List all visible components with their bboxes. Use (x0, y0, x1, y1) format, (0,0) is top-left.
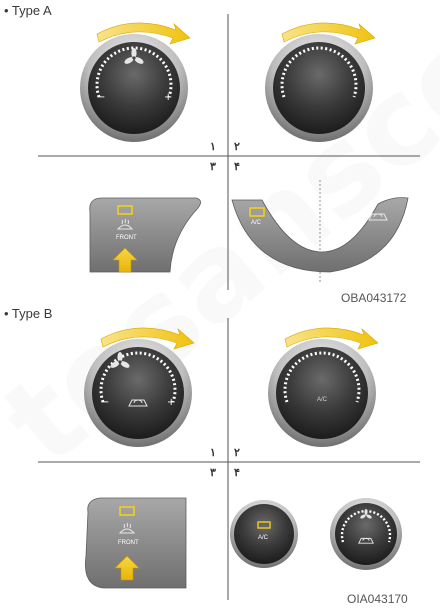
quadrant-number-b3: ۳ (210, 467, 216, 479)
quadrant-number-b2: ۲ (234, 447, 240, 459)
svg-text:+: + (167, 397, 175, 408)
ac-knob-label-b: A/C (316, 397, 327, 403)
ac-indicator-lamp-icon (257, 521, 271, 529)
temp-knob-b (268, 339, 376, 447)
fan-icon (124, 48, 144, 64)
rotate-arrow-b2 (284, 327, 379, 350)
section-label-type-a: • Type A (4, 3, 52, 18)
rotate-arrow-a2 (281, 22, 376, 45)
ac-label-a: A/C (251, 220, 262, 226)
small-fan-knob-b (330, 498, 402, 570)
quadrant-number-a3: ۳ (210, 161, 216, 173)
fan-knob-b: − + (84, 339, 192, 447)
front-defrost-panel-a (89, 197, 201, 273)
defrost-icon (116, 218, 134, 230)
svg-text:+: + (164, 92, 172, 103)
ac-indicator-lamp-icon (249, 207, 265, 217)
figure-code-a: OBA043172 (341, 291, 407, 305)
front-defrost-panel-b (85, 497, 187, 589)
quadrant-number-a1: ۱ (210, 141, 216, 153)
temp-knob-a (265, 34, 373, 142)
fan-icon (110, 352, 130, 368)
recirculation-icon (358, 537, 374, 544)
rotate-arrow-b1 (100, 327, 195, 350)
svg-text:−: − (97, 92, 105, 103)
recirculation-icon (368, 213, 388, 221)
section-type-a: − + (38, 14, 420, 290)
ac-panel-a (231, 180, 409, 282)
press-arrow-icon (114, 555, 140, 581)
figure-code-b: OIA043170 (347, 592, 408, 606)
front-label-b: FRONT (118, 540, 139, 546)
quadrant-number-b1: ۱ (210, 447, 216, 459)
quadrant-number-a4: ۴ (234, 161, 240, 173)
press-arrow-icon (112, 247, 138, 273)
quadrant-number-a2: ۲ (234, 141, 240, 153)
section-label-type-b: • Type B (4, 306, 53, 321)
fan-knob-a: − + (80, 34, 188, 142)
ac-button-b (230, 500, 298, 568)
indicator-lamp-icon (119, 506, 135, 516)
rotate-arrow-a1 (96, 22, 191, 45)
indicator-lamp-icon (117, 205, 133, 215)
fan-icon (360, 509, 372, 519)
svg-text:−: − (101, 397, 109, 408)
front-label-a: FRONT (116, 235, 137, 241)
section-type-b: − + (38, 318, 420, 600)
recirculation-icon (128, 399, 148, 407)
ac-label-b: A/C (258, 535, 269, 541)
quadrant-number-b4: ۴ (234, 467, 240, 479)
defrost-icon (118, 522, 136, 534)
